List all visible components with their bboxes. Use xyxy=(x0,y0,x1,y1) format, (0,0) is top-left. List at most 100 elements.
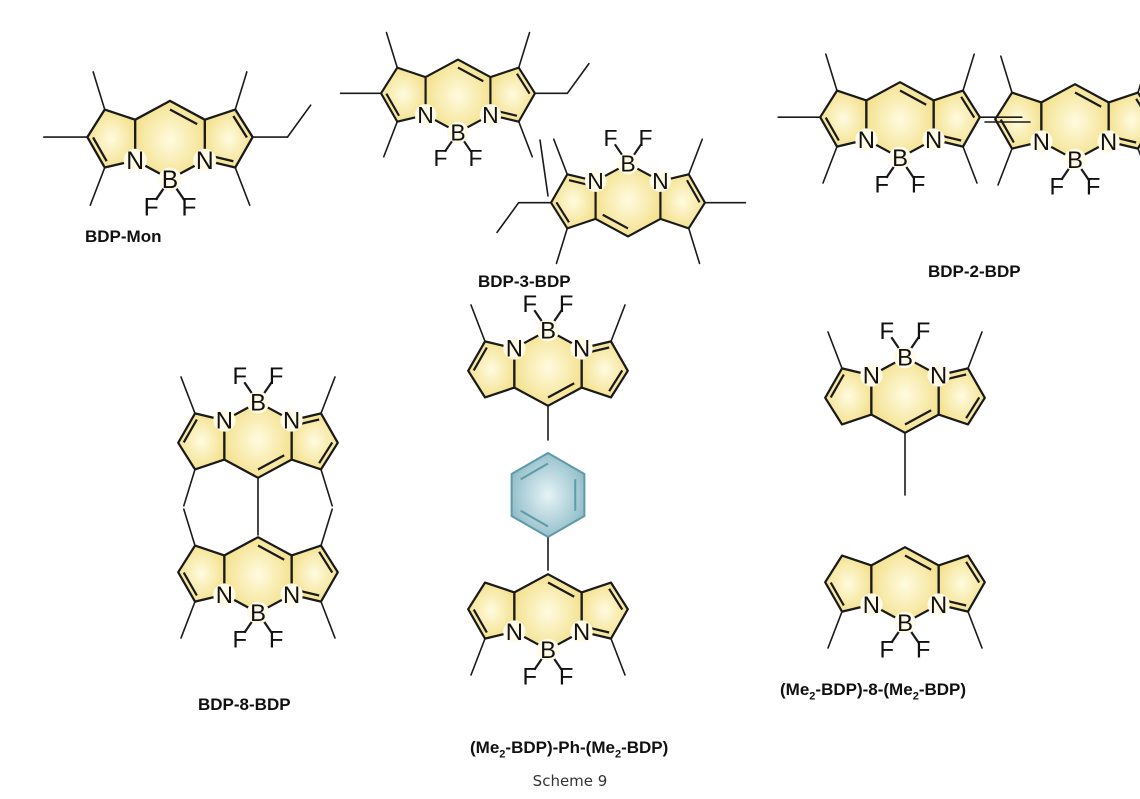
methyl-bond xyxy=(552,138,569,176)
methyl-bond xyxy=(382,120,399,158)
methyl-bond xyxy=(555,227,569,265)
fluorine-atom: F xyxy=(144,194,159,221)
nitrogen-atom: N xyxy=(863,363,880,390)
linker-bond xyxy=(539,139,549,197)
methyl-bond xyxy=(962,145,978,184)
methyl-bond xyxy=(967,331,983,370)
methyl-bond xyxy=(687,227,701,265)
methyl-bond xyxy=(687,138,704,176)
methyl-bond xyxy=(320,600,336,639)
methyl-bond xyxy=(470,637,486,676)
fluorine-atom: F xyxy=(916,318,931,345)
nitrogen-atom: N xyxy=(863,592,880,619)
methyl-bond xyxy=(827,331,843,370)
methyl-bond xyxy=(470,304,486,343)
fluorine-atom: F xyxy=(559,291,574,318)
fluorine-atom: F xyxy=(1050,174,1065,201)
fluorine-atom: F xyxy=(269,627,284,654)
boron-atom: B xyxy=(892,145,908,172)
nitrogen-atom: N xyxy=(930,592,947,619)
nitrogen-atom: N xyxy=(925,127,942,154)
methyl-bond xyxy=(180,376,196,415)
label-me2-bdp-8-me2-bdp: (Me2-BDP)-8-(Me2-BDP) xyxy=(780,680,967,703)
label-bdp-3-bdp: BDP-3-BDP xyxy=(478,272,571,291)
ethyl-bond xyxy=(286,104,312,138)
methyl-bond xyxy=(822,145,838,184)
scheme-caption: Scheme 9 xyxy=(532,772,608,790)
methyl-bond xyxy=(962,53,976,92)
fluorine-atom: F xyxy=(269,363,284,390)
methyl-bond xyxy=(999,55,1013,94)
fluorine-atom: F xyxy=(233,627,248,654)
boron-atom: B xyxy=(250,390,266,417)
nitrogen-atom: N xyxy=(652,168,669,194)
methyl-bond xyxy=(997,147,1013,186)
fluorine-atom: F xyxy=(911,172,926,199)
fluorine-atom: F xyxy=(603,125,617,151)
fluorine-atom: F xyxy=(433,145,447,171)
phenyl-ring xyxy=(510,451,586,539)
nitrogen-atom: N xyxy=(1033,129,1050,156)
methyl-bond xyxy=(385,31,399,69)
boron-atom: B xyxy=(162,167,178,194)
methyl-bond xyxy=(320,468,334,507)
fluorine-atom: F xyxy=(233,363,248,390)
boron-atom: B xyxy=(540,637,556,664)
fluorine-atom: F xyxy=(523,664,538,691)
methyl-bond xyxy=(824,53,838,92)
ethyl-bond xyxy=(496,201,520,234)
fluorine-atom: F xyxy=(639,125,653,151)
methyl-bond xyxy=(180,600,196,639)
fluorine-atom: F xyxy=(916,637,931,664)
label-me2-bdp-ph-me2-bdp: (Me2-BDP)-Ph-(Me2-BDP) xyxy=(470,738,669,761)
fluorine-atom: F xyxy=(559,664,574,691)
boron-atom: B xyxy=(1067,147,1083,174)
label-bdp-mon: BDP-Mon xyxy=(85,227,162,246)
nitrogen-atom: N xyxy=(858,127,875,154)
fluorine-atom: F xyxy=(523,291,538,318)
label-bdp-2-bdp: BDP-2-BDP xyxy=(928,262,1021,281)
nitrogen-atom: N xyxy=(283,408,300,435)
nitrogen-atom: N xyxy=(930,363,947,390)
nitrogen-atom: N xyxy=(196,148,214,175)
label-bdp-8-bdp: BDP-8-BDP xyxy=(198,695,291,714)
boron-atom: B xyxy=(620,151,635,177)
methyl-bond xyxy=(610,637,626,676)
boron-atom: B xyxy=(450,119,465,145)
nitrogen-atom: N xyxy=(126,148,144,175)
methyl-bond xyxy=(234,71,248,111)
fluorine-atom: F xyxy=(181,194,196,221)
methyl-bond xyxy=(517,31,531,69)
methyl-bond xyxy=(183,508,196,547)
nitrogen-atom: N xyxy=(216,408,233,435)
methyl-bond xyxy=(92,71,106,111)
nitrogen-atom: N xyxy=(417,102,434,128)
methyl-bond xyxy=(320,376,336,415)
fluorine-atom: F xyxy=(880,637,895,664)
fluorine-atom: F xyxy=(880,318,895,345)
nitrogen-atom: N xyxy=(573,336,590,363)
ethyl-bond xyxy=(566,62,590,95)
methyl-bond xyxy=(610,304,626,343)
methyl-bond xyxy=(967,610,983,649)
methyl-bond xyxy=(234,166,251,207)
nitrogen-atom: N xyxy=(1100,129,1117,156)
boron-atom: B xyxy=(897,345,913,372)
boron-atom: B xyxy=(540,318,556,345)
fluorine-atom: F xyxy=(1086,174,1101,201)
methyl-bond xyxy=(517,120,534,158)
methyl-bond xyxy=(320,508,334,547)
nitrogen-atom: N xyxy=(506,619,523,646)
fluorine-atom: F xyxy=(875,172,890,199)
